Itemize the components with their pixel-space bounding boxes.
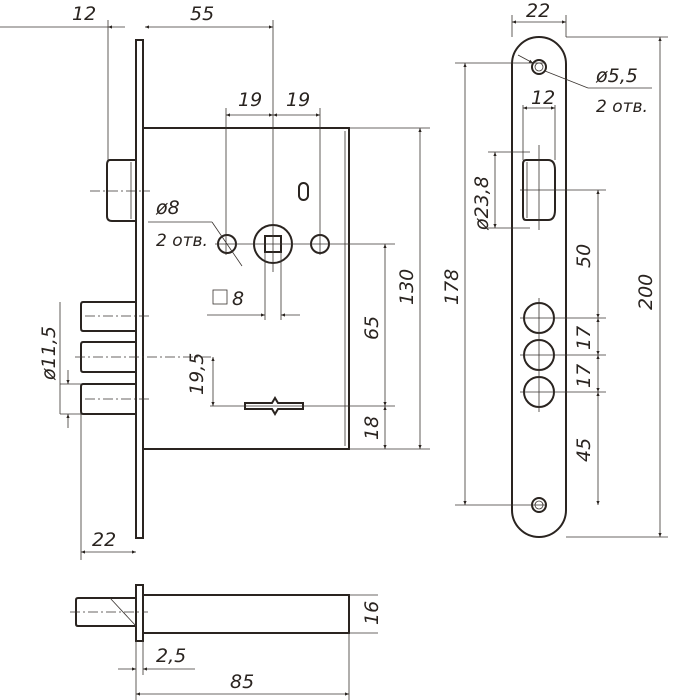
- dim-bolt-diameter: ø11,5: [38, 326, 60, 381]
- latch-bolt: [106, 159, 136, 222]
- front-view: 12 55 19 19 ø8 2 отв. 8 19,5 65 18 130 ø…: [0, 3, 430, 560]
- screw-hole: [531, 59, 547, 75]
- dim-22-width: 22: [526, 0, 550, 22]
- slot: [298, 182, 309, 201]
- square-symbol: [212, 289, 228, 305]
- lock-body: [142, 127, 350, 450]
- dim-hole-count: 2 отв.: [156, 231, 208, 251]
- dim-22-throw: 22: [92, 529, 116, 551]
- dim-hole-diameter: ø8: [155, 197, 180, 219]
- dim-178: 178: [441, 269, 463, 305]
- faceplate: [511, 36, 567, 538]
- dim-45: 45: [573, 438, 595, 462]
- dim-12: 12: [72, 3, 96, 25]
- dim-screw-diameter: ø5,5: [595, 65, 638, 87]
- bottom-view: 16 2,5 85: [70, 584, 383, 700]
- dim-19-5: 19,5: [186, 353, 208, 395]
- dim-2-5: 2,5: [156, 645, 186, 667]
- dim-latch-width: 12: [531, 87, 555, 109]
- dim-18: 18: [361, 416, 383, 440]
- dim-55: 55: [190, 3, 214, 25]
- dim-screw-count: 2 отв.: [596, 97, 648, 117]
- dim-17-a: 17: [573, 326, 595, 350]
- dim-130: 130: [396, 269, 418, 305]
- dim-square-8: 8: [232, 288, 244, 310]
- dim-17-b: 17: [573, 364, 595, 388]
- faceplate-view: 22 ø5,5 2 отв. 12 ø23,8 178 50 17 17 45 …: [441, 0, 668, 538]
- body-edge: [142, 594, 350, 634]
- dim-200: 200: [635, 274, 657, 310]
- latch-face: [522, 159, 556, 221]
- dim-65: 65: [361, 316, 383, 340]
- dead-bolts: [75, 301, 212, 415]
- dim-latch-diameter: ø23,8: [471, 176, 493, 231]
- dim-85: 85: [230, 671, 254, 693]
- dim-19-left: 19: [238, 89, 262, 111]
- keyhole: [244, 396, 304, 416]
- dim-19-right: 19: [286, 89, 310, 111]
- faceplate-edge: [135, 584, 144, 642]
- dim-50: 50: [573, 244, 595, 268]
- faceplate-side: [135, 39, 144, 539]
- dim-16: 16: [361, 601, 383, 625]
